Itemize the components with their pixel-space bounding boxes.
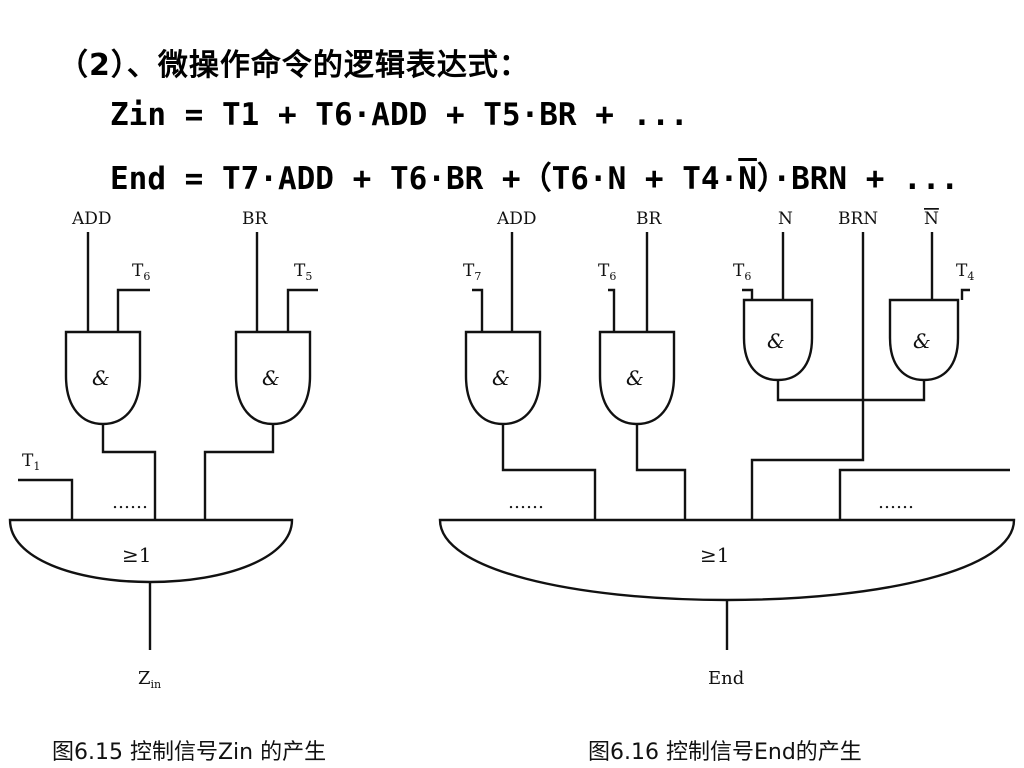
fig1-t6-label: T6 bbox=[132, 261, 150, 283]
fig2-t6-label-a: T6 bbox=[598, 261, 616, 283]
fig2-wire-t6a bbox=[608, 288, 616, 332]
fig2-and-gate-3 bbox=[742, 298, 814, 382]
fig1-t1-label: T1 bbox=[22, 451, 40, 473]
fig1-and-symbol-1: & bbox=[92, 366, 110, 390]
equation-end: End = T7·ADD + T6·BR +（T6·N + T4·N）·BRN … bbox=[110, 153, 959, 198]
equation-end-part-a: End = T7·ADD + T6·BR +（T6·N + T4· bbox=[110, 161, 739, 197]
fig2-and-gate-4 bbox=[888, 298, 960, 382]
fig1-and-gate-1 bbox=[64, 330, 142, 426]
fig2-dots-left: …… bbox=[508, 492, 544, 513]
fig2-t7-label: T7 bbox=[463, 261, 481, 283]
fig1-wire-t5 bbox=[286, 288, 318, 332]
fig2-wire-and4-out bbox=[864, 380, 926, 402]
fig1-input-br: BR bbox=[242, 209, 268, 229]
fig2-wire-t6b bbox=[742, 288, 754, 300]
fig2-and-symbol-4: & bbox=[913, 329, 931, 353]
fig1-wire-and2-out bbox=[203, 424, 275, 520]
fig2-wire-t7 bbox=[472, 288, 484, 332]
fig1-and-gate-2 bbox=[234, 330, 312, 426]
fig1-t5-label: T5 bbox=[294, 261, 312, 283]
fig2-wire-extra bbox=[838, 468, 1010, 520]
fig2-and-gate-1 bbox=[464, 330, 542, 426]
figure-end-circuit: ADD BR N BRN N T7 T6 T6 T4 & & & & bbox=[438, 209, 1016, 689]
section-heading: （2）、微操作命令的逻辑表达式： bbox=[58, 48, 530, 83]
fig1-wire-t1 bbox=[18, 478, 74, 520]
fig2-dots-right: …… bbox=[878, 492, 914, 513]
caption-figure-6-15: 图6.15 控制信号Zin 的产生 bbox=[52, 740, 327, 765]
fig2-output-label: End bbox=[708, 668, 744, 689]
fig1-wire-t6 bbox=[116, 288, 150, 332]
fig2-wire-brn-out bbox=[750, 420, 865, 520]
fig2-wire-and1-out bbox=[501, 424, 597, 520]
fig2-input-brn: BRN bbox=[838, 209, 878, 229]
fig2-input-br: BR bbox=[636, 209, 662, 229]
fig2-and-gate-2 bbox=[598, 330, 676, 426]
figure-zin-circuit: ADD BR T6 T5 T1 & & …… ≥1 Zin bbox=[8, 209, 318, 691]
fig1-or-symbol: ≥1 bbox=[122, 543, 151, 567]
fig1-output-label: Zin bbox=[138, 668, 161, 691]
caption-figure-6-16: 图6.16 控制信号End的产生 bbox=[588, 740, 862, 765]
fig2-input-n: N bbox=[778, 209, 793, 229]
fig1-and-symbol-2: & bbox=[262, 366, 280, 390]
fig2-wire-and2-out bbox=[635, 424, 687, 520]
fig2-input-n-bar: N bbox=[924, 209, 939, 229]
fig2-or-symbol: ≥1 bbox=[700, 543, 729, 567]
fig2-and-symbol-2: & bbox=[626, 366, 644, 390]
fig2-t6-label-b: T6 bbox=[733, 261, 751, 283]
fig2-input-add: ADD bbox=[496, 209, 537, 229]
fig2-wire-t4 bbox=[960, 288, 970, 300]
fig1-input-add: ADD bbox=[71, 209, 112, 229]
fig2-t4-label: T4 bbox=[956, 261, 974, 283]
fig2-or-gate bbox=[438, 518, 1016, 602]
equation-zin: Zin = T1 + T6·ADD + T5·BR + ... bbox=[110, 97, 689, 133]
equation-end-part-b: ）·BRN + ... bbox=[756, 161, 960, 197]
equation-end-n-bar: N bbox=[738, 161, 757, 197]
fig1-wire-and1-out bbox=[101, 424, 157, 520]
fig2-wire-and3-out bbox=[776, 380, 862, 402]
fig2-and-symbol-3: & bbox=[767, 329, 785, 353]
fig2-and-symbol-1: & bbox=[492, 366, 510, 390]
fig1-dots: …… bbox=[112, 492, 148, 513]
fig1-or-gate bbox=[8, 518, 294, 584]
